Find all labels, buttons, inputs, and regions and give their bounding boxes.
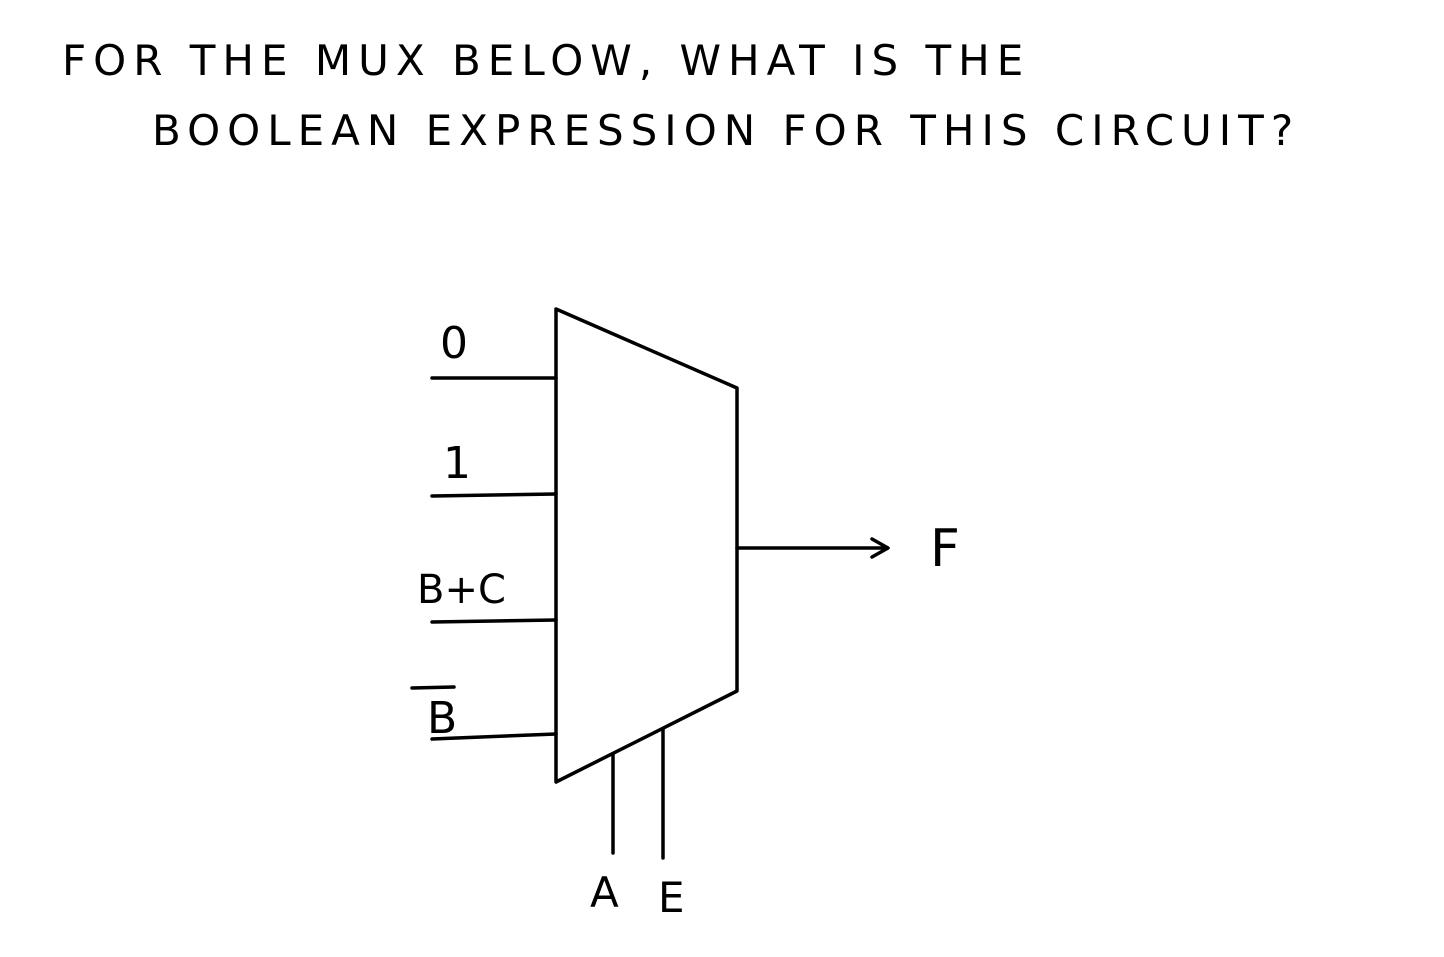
output-label: F <box>930 519 960 579</box>
input-label-3-overbar <box>410 685 456 690</box>
output-arrowhead <box>870 537 890 559</box>
input-label-1: 1 <box>443 438 471 489</box>
input-line-3 <box>430 732 558 741</box>
question-line-1: FOR THE MUX BELOW, WHAT IS THE <box>62 36 1031 85</box>
question-line-2: BOOLEAN EXPRESSION FOR THIS CIRCUIT? <box>152 106 1301 155</box>
input-line-2 <box>430 618 558 624</box>
input-label-2: B+C <box>417 567 506 613</box>
select-label-a: A <box>590 868 619 917</box>
select-label-e: E <box>658 873 685 922</box>
mux-body <box>554 307 739 784</box>
input-label-0: 0 <box>440 318 468 369</box>
input-label-3: B <box>427 693 457 744</box>
input-line-1 <box>430 492 558 498</box>
